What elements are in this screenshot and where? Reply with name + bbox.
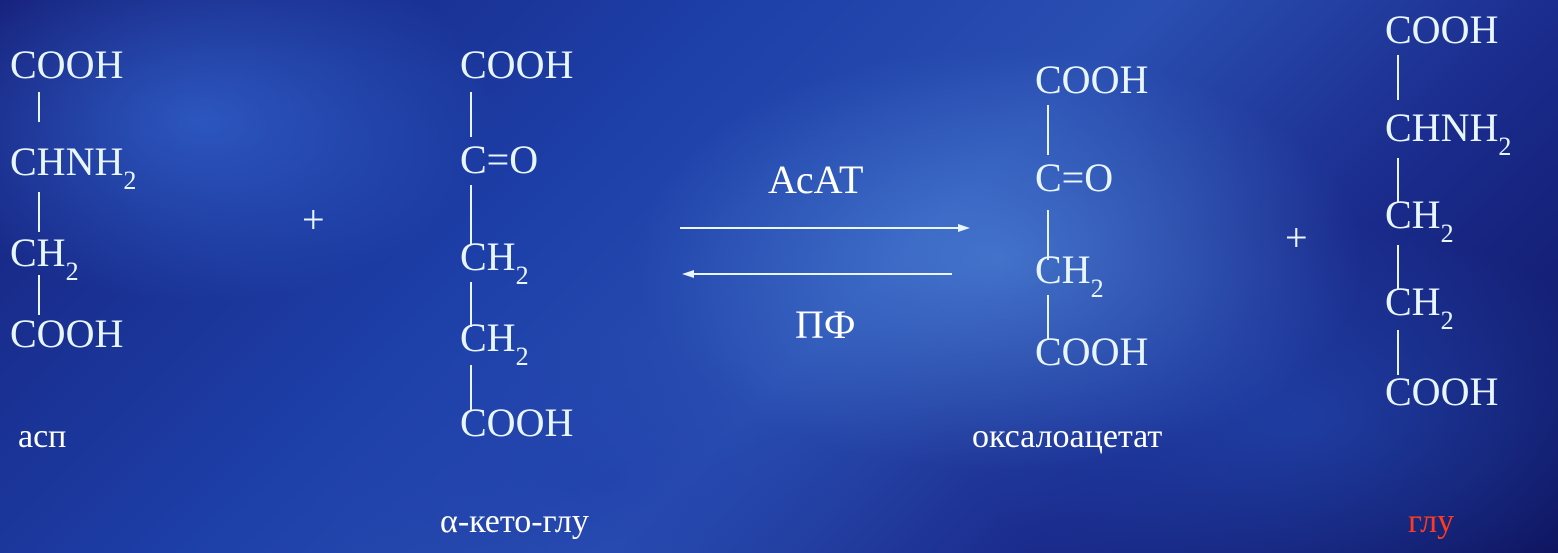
akg-bond-4 — [470, 365, 472, 410]
oaa-bond-2 — [1047, 210, 1049, 260]
asp-line-2: CHNH2 — [10, 139, 137, 196]
glu-line-4: CH2 — [1385, 279, 1454, 336]
akg-line-4: CH2 — [460, 315, 529, 372]
plus-sign-2: + — [1285, 215, 1308, 260]
akg-bond-1 — [470, 92, 472, 137]
reverse-arrowhead — [682, 270, 694, 278]
forward-arrowhead — [958, 224, 970, 232]
asp-bond-1 — [38, 92, 40, 122]
akg-name: α-кето-глу — [440, 503, 589, 540]
asp-line-1: COOH — [10, 42, 124, 87]
oaa-bond-1 — [1047, 105, 1049, 155]
glu-bond-2 — [1397, 158, 1399, 203]
plus-sign-1: + — [302, 197, 325, 242]
enzyme-label: АсАТ — [768, 157, 864, 202]
glu-bond-4 — [1397, 330, 1399, 375]
oaa-line-1: COOH — [1035, 57, 1149, 102]
asp-bond-2 — [38, 192, 40, 232]
oaa-bond-3 — [1047, 295, 1049, 340]
glu-bond-3 — [1397, 245, 1399, 290]
glu-line-5: COOH — [1385, 369, 1499, 414]
oaa-line-4: COOH — [1035, 329, 1149, 374]
asp-line-3: CH2 — [10, 230, 79, 287]
asp-line-4: COOH — [10, 311, 124, 356]
akg-line-5: COOH — [460, 400, 574, 445]
akg-line-1: COOH — [460, 42, 574, 87]
glu-line-2: CHNH2 — [1385, 105, 1512, 162]
akg-bond-2 — [470, 185, 472, 245]
glu-bond-1 — [1397, 55, 1399, 100]
akg-bond-3 — [470, 282, 472, 327]
asp-name: асп — [18, 418, 67, 455]
asp-bond-3 — [38, 275, 40, 315]
oaa-line-3: CH2 — [1035, 247, 1104, 304]
akg-line-2: C=O — [460, 137, 539, 182]
glu-line-1: COOH — [1385, 7, 1499, 52]
oaa-name: оксалоацетат — [972, 418, 1163, 455]
oaa-line-2: C=O — [1035, 155, 1114, 200]
glu-line-3: CH2 — [1385, 192, 1454, 249]
akg-line-3: CH2 — [460, 234, 529, 291]
glu-name: глу — [1408, 503, 1455, 540]
cofactor-label: ПФ — [795, 302, 856, 347]
